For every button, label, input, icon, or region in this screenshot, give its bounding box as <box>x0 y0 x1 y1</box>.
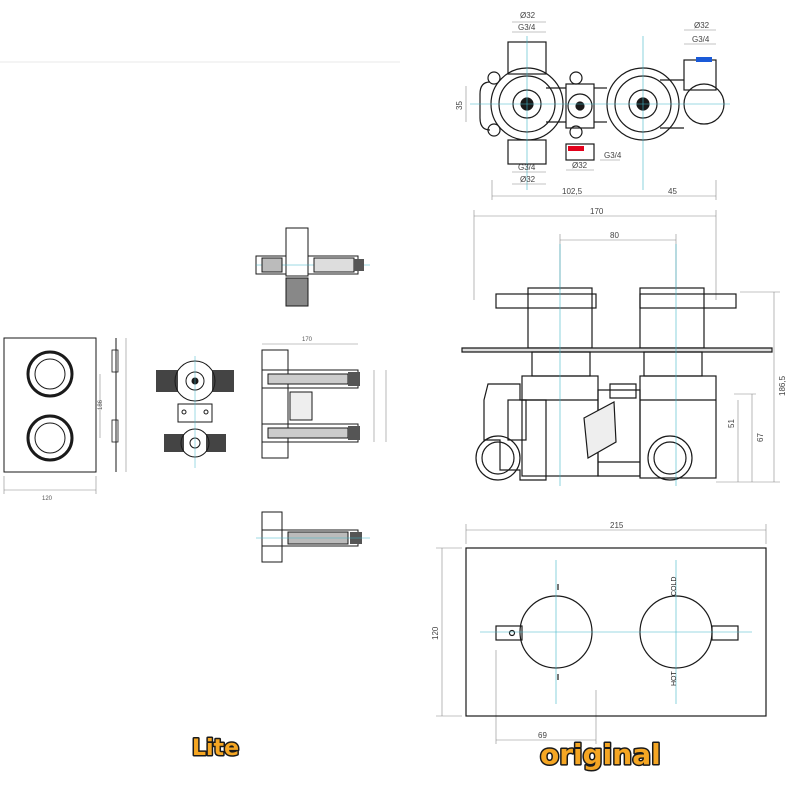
dim-186-5: 186,5 <box>778 375 787 396</box>
dim-35: 35 <box>455 101 464 110</box>
dim-215: 215 <box>610 521 624 530</box>
front-view-dimensions <box>436 524 767 744</box>
lite-front-plate <box>3 337 101 494</box>
lite-drawing: 120 186 <box>0 61 400 563</box>
lite-valve-front <box>156 356 234 468</box>
dim-45: 45 <box>668 187 677 196</box>
side-view-dimensions <box>473 210 780 483</box>
dim-g34-bottom-left: G3/4 <box>518 163 536 172</box>
cold-marker <box>696 57 712 62</box>
front-plate <box>465 547 767 717</box>
dim-g34-right: G3/4 <box>692 35 710 44</box>
dim-51: 51 <box>727 419 736 428</box>
original-caption: original <box>540 738 661 771</box>
top-view-dim-labels: Ø32 G3/4 Ø32 G3/4 35 G3/4 Ø32 Ø32 G3/4 1… <box>455 11 710 196</box>
top-view-drawing <box>479 41 725 165</box>
dim-80: 80 <box>610 231 619 240</box>
dim-g34-center: G3/4 <box>604 151 622 160</box>
front-view-labels: 215 120 69 COLD HOT <box>431 521 678 740</box>
hot-marker <box>568 146 584 151</box>
top-view-centerlines <box>470 36 730 190</box>
dim-170: 170 <box>590 207 604 216</box>
lite-dim-plate-width: 120 <box>42 496 53 502</box>
front-view-centerlines <box>480 560 752 704</box>
lite-caption: Lite <box>192 736 239 761</box>
lite-plate-profile <box>111 338 127 472</box>
top-view-markers <box>568 57 712 151</box>
dim-d32-right: Ø32 <box>694 21 710 30</box>
dim-d32-bottom-left: Ø32 <box>520 175 536 184</box>
dim-d32-left: Ø32 <box>520 11 536 20</box>
lite-dim-plate-height: 186 <box>98 399 104 410</box>
flow-lever <box>711 625 739 641</box>
dim-67: 67 <box>756 433 765 442</box>
dim-120: 120 <box>431 626 440 640</box>
top-view-dimensions <box>465 21 717 200</box>
dim-69: 69 <box>538 731 547 740</box>
cold-label: COLD <box>671 577 678 596</box>
dim-d32-center: Ø32 <box>572 161 588 170</box>
side-view-dim-labels: 170 80 186,5 67 51 <box>590 207 787 442</box>
side-view-drawing <box>461 287 773 481</box>
lite-cartridge-section <box>261 343 387 459</box>
hot-label: HOT <box>671 671 678 687</box>
temperature-lever <box>495 625 523 641</box>
side-view-centerlines <box>559 244 677 486</box>
dim-g34-left: G3/4 <box>518 23 536 32</box>
lite-dim-valve-width: 170 <box>302 337 313 343</box>
lite-cartridge-bottom <box>256 511 370 563</box>
dim-102-5: 102,5 <box>562 187 583 196</box>
lite-cartridge-top <box>255 227 370 307</box>
